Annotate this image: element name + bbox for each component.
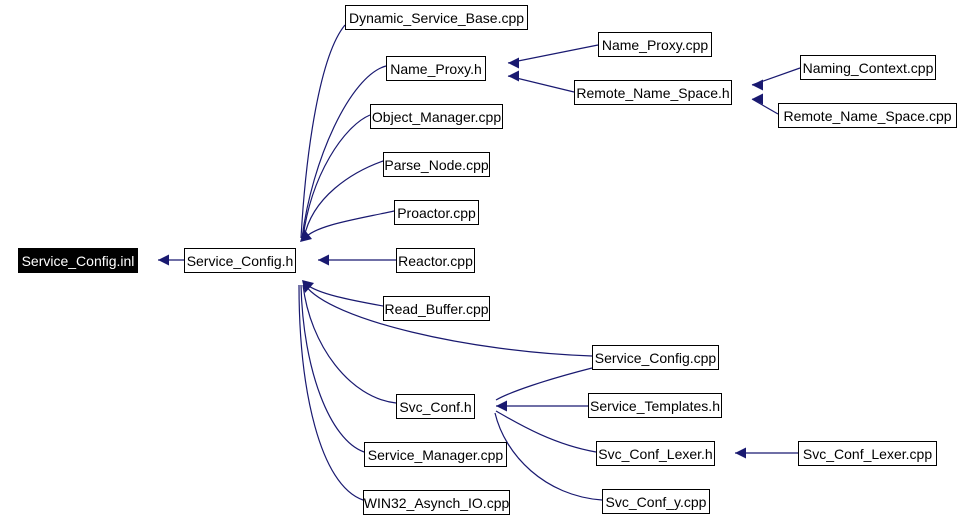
edge-win32_asynch_io_cpp-to-service_config_h (298, 284, 364, 501)
edge-svc_conf_lexer_h-to-svc_conf_h (495, 410, 597, 453)
node-svc_conf_lexer_h[interactable]: Svc_Conf_Lexer.h (596, 441, 715, 466)
node-win32_asynch_io_cpp[interactable]: WIN32_Asynch_IO.cpp (363, 490, 510, 515)
node-dynamic_service_base_cpp[interactable]: Dynamic_Service_Base.cpp (345, 5, 528, 30)
node-label-service_config_h: Service_Config.h (186, 252, 294, 269)
node-name_proxy_h[interactable]: Name_Proxy.h (386, 56, 486, 81)
node-label-naming_context_cpp: Naming_Context.cpp (802, 59, 934, 76)
arrow-into-svc-conf-h (496, 400, 507, 412)
node-label-service_manager_cpp: Service_Manager.cpp (367, 446, 504, 463)
node-service_config_h[interactable]: Service_Config.h (184, 248, 296, 273)
arrow-into-svc-conf-lexer-h (735, 447, 746, 459)
edge-svc_conf_y_cpp-to-svc_conf_h (494, 412, 603, 501)
node-label-svc_conf_lexer_cpp: Svc_Conf_Lexer.cpp (802, 445, 933, 462)
node-label-proactor_cpp: Proactor.cpp (397, 204, 476, 221)
edge-naming_context_cpp-to-remote_name_space_h (751, 67, 801, 86)
edge-object_manager_cpp-to-service_config_h (302, 114, 371, 239)
node-label-name_proxy_cpp: Name_Proxy.cpp (601, 36, 709, 53)
node-service_manager_cpp[interactable]: Service_Manager.cpp (364, 442, 507, 467)
node-service_config_cpp[interactable]: Service_Config.cpp (592, 345, 719, 370)
node-proactor_cpp[interactable]: Proactor.cpp (394, 200, 479, 225)
edge-remote_name_space_cpp-to-remote_name_space_h (751, 98, 779, 115)
node-label-remote_name_space_cpp: Remote_Name_Space.cpp (783, 107, 952, 124)
node-svc_conf_h[interactable]: Svc_Conf.h (396, 394, 475, 419)
node-label-service_config_cpp: Service_Config.cpp (594, 349, 717, 366)
node-label-name_proxy_h: Name_Proxy.h (390, 60, 482, 77)
node-label-service_config_inl: Service_Config.inl (21, 252, 135, 269)
node-svc_conf_y_cpp[interactable]: Svc_Conf_y.cpp (602, 489, 710, 514)
edge-read_buffer_cpp-to-service_config_h (305, 283, 384, 307)
edge-proactor_cpp-to-service_config_h (304, 210, 395, 239)
arrow-into-service-config-h-top (300, 229, 312, 242)
node-service_templates_h[interactable]: Service_Templates.h (588, 393, 722, 418)
arrow-into-name-proxy-h-top (508, 57, 519, 69)
node-label-svc_conf_h: Svc_Conf.h (399, 398, 472, 415)
node-label-dynamic_service_base_cpp: Dynamic_Service_Base.cpp (348, 9, 525, 26)
node-label-service_templates_h: Service_Templates.h (590, 397, 720, 414)
node-label-parse_node_cpp: Parse_Node.cpp (384, 156, 489, 173)
node-read_buffer_cpp[interactable]: Read_Buffer.cpp (383, 296, 490, 321)
edge-parse_node_cpp-to-service_config_h (303, 160, 384, 239)
node-label-svc_conf_lexer_h: Svc_Conf_Lexer.h (598, 445, 713, 462)
node-service_config_inl[interactable]: Service_Config.inl (18, 248, 138, 273)
node-remote_name_space_h[interactable]: Remote_Name_Space.h (574, 80, 732, 105)
arrow-into-service-config-h-mid (318, 254, 329, 266)
node-label-reactor_cpp: Reactor.cpp (398, 252, 473, 269)
node-parse_node_cpp[interactable]: Parse_Node.cpp (383, 152, 490, 177)
edge-dynamic_service_base_cpp-to-service_config_h (300, 24, 346, 239)
edge-remote_name_space_h-to-name_proxy_h (507, 75, 575, 93)
node-label-remote_name_space_h: Remote_Name_Space.h (576, 84, 730, 101)
node-name_proxy_cpp[interactable]: Name_Proxy.cpp (598, 32, 712, 57)
edge-service_manager_cpp-to-service_config_h (300, 284, 365, 453)
node-label-object_manager_cpp: Object_Manager.cpp (371, 108, 502, 125)
node-object_manager_cpp[interactable]: Object_Manager.cpp (370, 104, 503, 129)
edge-name_proxy_cpp-to-name_proxy_h (507, 44, 599, 64)
node-label-win32_asynch_io_cpp: WIN32_Asynch_IO.cpp (363, 494, 510, 511)
node-reactor_cpp[interactable]: Reactor.cpp (396, 248, 475, 273)
node-remote_name_space_cpp[interactable]: Remote_Name_Space.cpp (778, 103, 957, 128)
arrow-into-remote-name-space-h-bottom (752, 93, 763, 105)
node-svc_conf_lexer_cpp[interactable]: Svc_Conf_Lexer.cpp (798, 441, 937, 466)
arrow-into-service-config-inl (158, 254, 169, 266)
arrow-into-name-proxy-h-bottom (508, 70, 519, 82)
edge-service_config_cpp-to-svc_conf_h (495, 367, 593, 401)
node-naming_context_cpp[interactable]: Naming_Context.cpp (800, 55, 936, 80)
node-label-read_buffer_cpp: Read_Buffer.cpp (384, 300, 489, 317)
edge-name_proxy_h-to-service_config_h (301, 65, 387, 239)
arrow-into-service-config-h-bottom (302, 280, 314, 293)
node-label-svc_conf_y_cpp: Svc_Conf_y.cpp (605, 493, 707, 510)
arrow-into-remote-name-space-h-top (752, 79, 763, 91)
